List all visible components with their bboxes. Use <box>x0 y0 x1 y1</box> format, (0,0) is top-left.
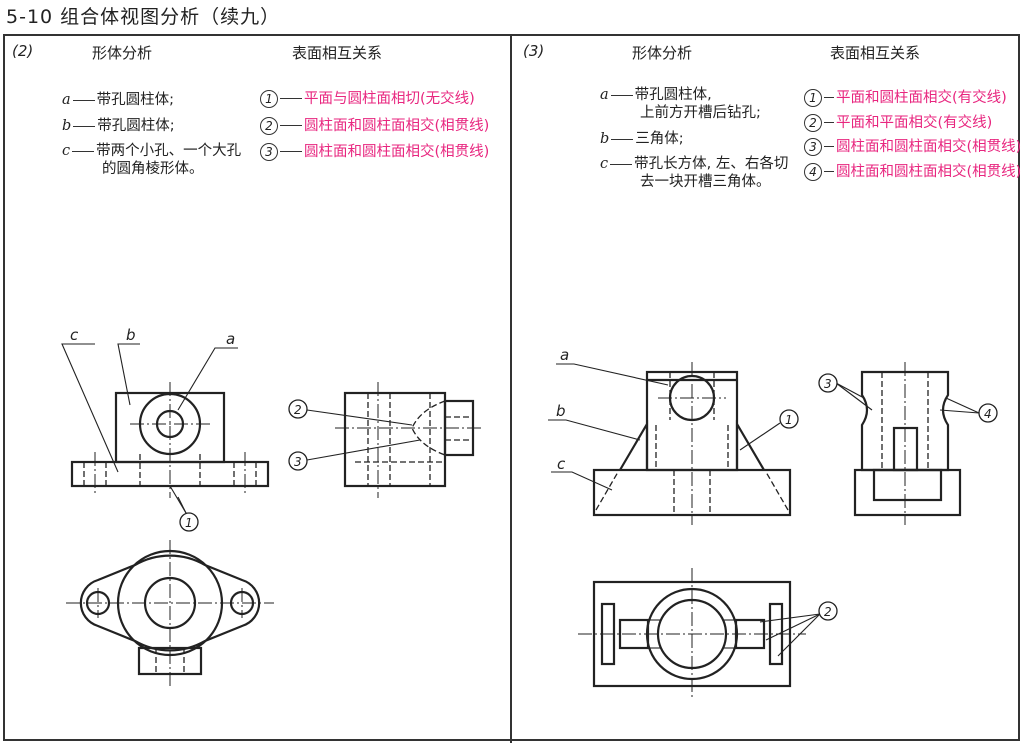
callout-c: c <box>70 326 79 344</box>
callout-a: a <box>560 346 569 364</box>
shape-key: b <box>62 118 72 134</box>
right-front-callouts <box>548 363 799 491</box>
left-shape-c: c 带两个小孔、一个大孔 的圆角棱形体。 <box>62 142 241 178</box>
callout-3: 3 <box>294 455 302 469</box>
right-surface-3: 3 圆柱面和圆柱面相交(相贯线) <box>804 135 1021 156</box>
callout-1: 1 <box>185 516 193 530</box>
number-circle: 2 <box>804 114 822 132</box>
page-title: 5-10 组合体视图分析（续九） <box>6 6 281 28</box>
shape-text-2: 上前方开槽后钻孔; <box>640 105 761 121</box>
callout-2: 2 <box>294 403 302 417</box>
callout-1: 1 <box>785 413 793 427</box>
left-panel-label: (2) <box>12 42 34 60</box>
right-surface-4: 4 圆柱面和圆柱面相交(相贯线) <box>804 160 1021 181</box>
right-shape-heading: 形体分析 <box>632 44 693 62</box>
shape-key: a <box>600 87 609 103</box>
left-front-view <box>70 382 270 498</box>
surface-text: 圆柱面和圆柱面相交(相贯线) <box>836 164 1022 180</box>
shape-text: 三角体; <box>635 131 684 147</box>
shape-text: 带孔圆柱体; <box>97 118 175 134</box>
left-shape-a: a 带孔圆柱体; <box>62 91 174 109</box>
callout-2: 2 <box>824 605 832 619</box>
shape-key: a <box>62 92 71 108</box>
left-side-callouts <box>288 399 421 471</box>
right-surface-1: 1 平面和圆柱面相交(有交线) <box>804 86 1007 107</box>
number-circle: 4 <box>804 163 822 181</box>
surface-text: 平面和平面相交(有交线) <box>836 115 993 131</box>
number-circle: 1 <box>804 89 822 107</box>
right-front-view <box>592 362 792 525</box>
surface-text: 平面与圆柱面相切(无交线) <box>304 91 475 107</box>
number-circle: 1 <box>260 90 278 108</box>
left-side-view <box>335 382 483 498</box>
shape-text: 带两个小孔、一个大孔 <box>96 143 242 159</box>
right-side-callouts <box>818 373 998 423</box>
right-shape-a: a 带孔圆柱体, 上前方开槽后钻孔; <box>600 86 761 122</box>
right-surface-2: 2 平面和平面相交(有交线) <box>804 111 992 132</box>
callout-a: a <box>226 330 235 348</box>
left-top-view <box>66 540 274 688</box>
right-top-callouts <box>759 601 838 657</box>
left-shape-b: b 带孔圆柱体; <box>62 117 175 135</box>
right-side-view <box>853 362 962 525</box>
shape-text: 带孔圆柱体, <box>634 87 712 103</box>
surface-text: 圆柱面和圆柱面相交(相贯线) <box>304 144 490 160</box>
callout-b: b <box>556 402 566 420</box>
shape-key: c <box>600 156 609 172</box>
left-surface-2: 2 圆柱面和圆柱面相交(相贯线) <box>260 114 489 135</box>
shape-key: c <box>62 143 71 159</box>
number-circle: 3 <box>260 143 278 161</box>
callout-c: c <box>557 455 566 473</box>
panel-divider <box>510 34 512 743</box>
shape-text-2: 的圆角棱形体。 <box>102 161 204 177</box>
left-surface-heading: 表面相互关系 <box>292 44 383 62</box>
right-shape-c: c 带孔长方体, 左、右各切 去一块开槽三角体。 <box>600 155 788 191</box>
number-circle: 3 <box>804 138 822 156</box>
right-surface-heading: 表面相互关系 <box>830 44 921 62</box>
callout-4: 4 <box>984 407 992 421</box>
right-shape-b: b 三角体; <box>600 130 684 148</box>
surface-text: 平面和圆柱面相交(有交线) <box>836 90 1007 106</box>
surface-text: 圆柱面和圆柱面相交(相贯线) <box>304 118 490 134</box>
left-front-callouts <box>61 343 238 532</box>
shape-key: b <box>600 131 610 147</box>
shape-text: 带孔长方体, 左、右各切 <box>634 156 789 172</box>
callout-3: 3 <box>824 377 832 391</box>
left-surface-1: 1 平面与圆柱面相切(无交线) <box>260 87 475 108</box>
surface-text: 圆柱面和圆柱面相交(相贯线) <box>836 139 1022 155</box>
right-panel-label: (3) <box>523 42 545 60</box>
number-circle: 2 <box>260 117 278 135</box>
right-top-view <box>578 568 806 700</box>
shape-text: 带孔圆柱体; <box>96 92 175 108</box>
shape-text-2: 去一块开槽三角体。 <box>640 174 771 190</box>
callout-b: b <box>126 326 136 344</box>
left-shape-heading: 形体分析 <box>92 44 153 62</box>
left-surface-3: 3 圆柱面和圆柱面相交(相贯线) <box>260 140 489 161</box>
